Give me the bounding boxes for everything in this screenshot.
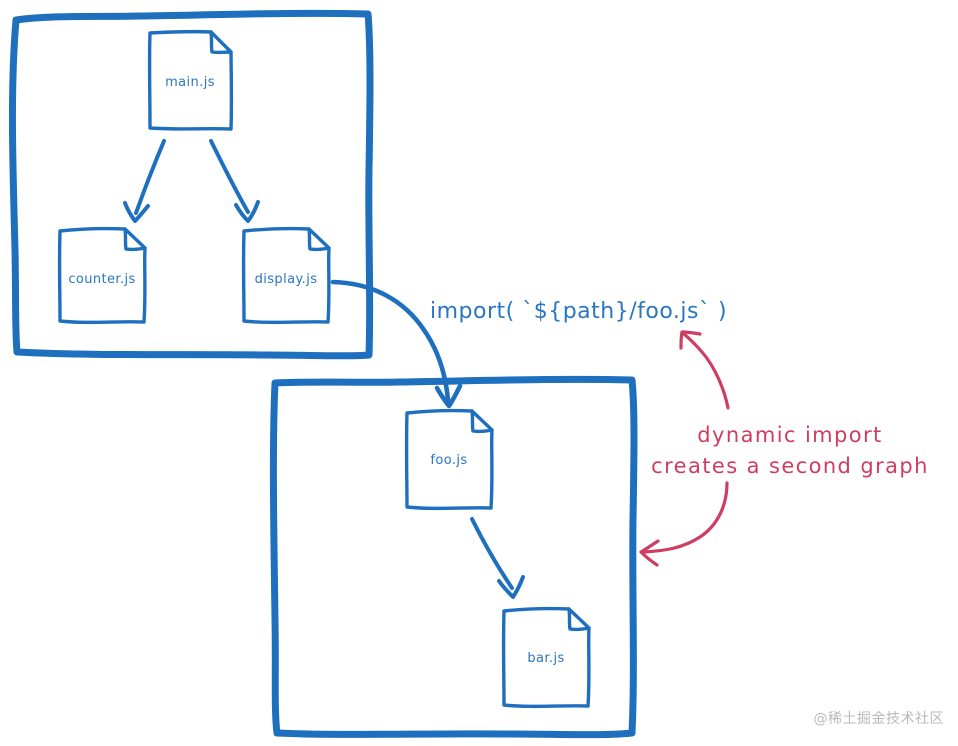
file-node-label: counter.js — [68, 272, 135, 287]
file-node-display-js[interactable]: display.js — [241, 226, 331, 325]
file-node-main-js[interactable]: main.js — [147, 29, 234, 131]
annotation-import-call: import( `${path}/foo.js` ) — [430, 299, 727, 324]
edge-main-to-display — [209, 139, 260, 223]
file-node-label: bar.js — [527, 651, 564, 666]
file-node-label: display.js — [255, 272, 318, 287]
edge-display-to-foo-dynamic — [330, 279, 463, 409]
file-node-label: main.js — [165, 75, 215, 90]
group-box-secondary-graph — [269, 375, 638, 739]
group-box-primary-graph — [8, 9, 374, 360]
file-node-bar-js[interactable]: bar.js — [501, 606, 591, 709]
file-node-counter-js[interactable]: counter.js — [57, 226, 147, 325]
file-node-foo-js[interactable]: foo.js — [404, 408, 494, 511]
file-node-label: foo.js — [430, 453, 467, 468]
watermark: @稀土掘金技术社区 — [813, 711, 944, 727]
callout-arrow-to-second-graph — [639, 481, 729, 567]
edge-main-to-counter — [123, 139, 166, 223]
callout-arrow-to-import-label — [679, 330, 730, 410]
annotation-note-line-1: dynamic import — [697, 423, 882, 447]
annotation-note-line-2: creates a second graph — [651, 454, 929, 478]
edge-foo-to-bar — [470, 517, 525, 599]
